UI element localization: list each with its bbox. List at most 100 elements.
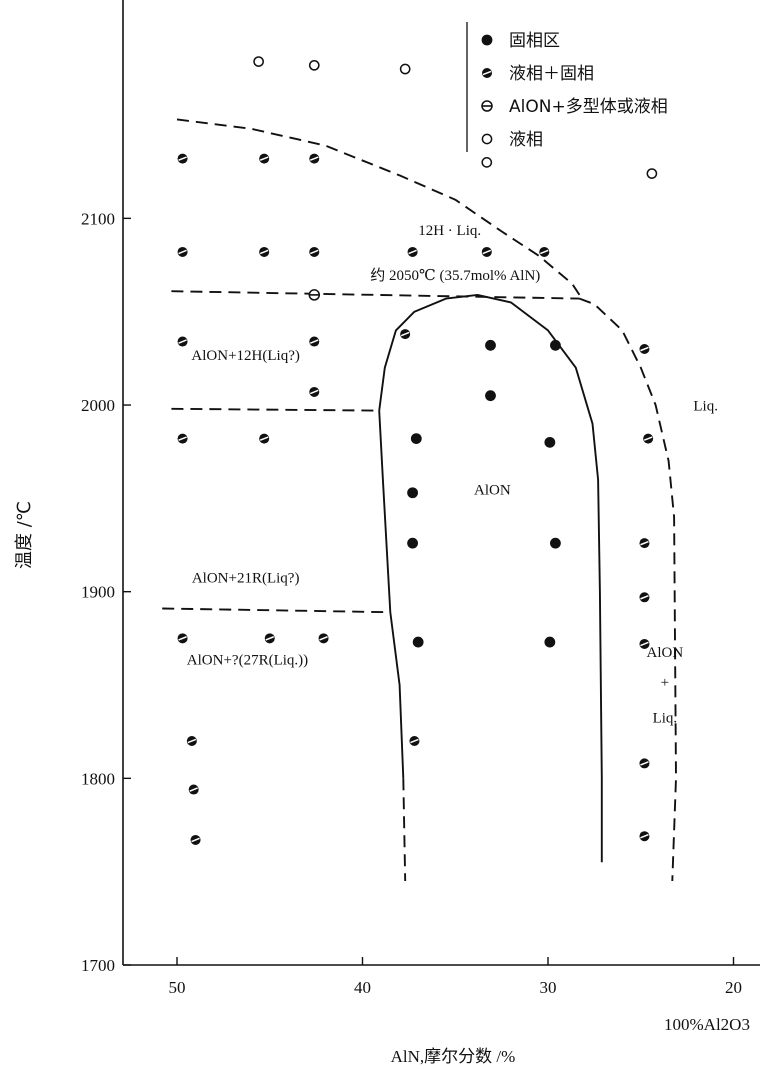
- dashed-boundary-line: [171, 290, 580, 300]
- data-point-liquid-solid: [309, 153, 320, 164]
- region-label: Liq.: [653, 710, 678, 726]
- data-point-liquid-solid: [309, 246, 320, 257]
- data-point-solid: [544, 636, 556, 648]
- y-axis-title: 温度 /℃: [14, 501, 35, 569]
- dot-stripe: [309, 389, 319, 395]
- solid-dot-icon: [485, 339, 496, 351]
- solid-dot-icon: [544, 636, 556, 648]
- data-points: [177, 56, 658, 845]
- dashed-boundary-line: [162, 607, 391, 614]
- data-point-liquid-solid: [639, 538, 650, 549]
- data-point-liquid-solid: [639, 758, 650, 769]
- solid-dot-icon: [412, 636, 424, 648]
- data-point-solid: [412, 636, 424, 648]
- dot-stripe: [640, 641, 649, 647]
- dashed-boundary-line: [402, 778, 407, 882]
- region-label: AlON: [474, 483, 511, 499]
- dot-stripe: [319, 636, 328, 641]
- dot-stripe: [189, 787, 198, 792]
- data-point-solid: [544, 436, 556, 448]
- data-point-solid: [485, 339, 496, 351]
- region-label: 约 2050℃ (35.7mol% AlN): [370, 267, 540, 284]
- dot-stripe: [178, 249, 187, 255]
- dot-stripe: [640, 833, 649, 839]
- dot-stripe: [309, 339, 319, 344]
- data-point-solid: [485, 390, 496, 402]
- x-tick-label: 50: [169, 978, 186, 997]
- dashed-boundary-line: [579, 297, 677, 882]
- data-point-liquid: [646, 168, 658, 179]
- solid-dot-icon: [485, 390, 496, 402]
- legend-label: 固相区: [509, 31, 560, 51]
- dot-stripe: [191, 837, 200, 843]
- legend-label: AlON+多型体或液相: [509, 97, 668, 117]
- x-tick-label: 40: [354, 978, 371, 997]
- dot-stripe: [640, 594, 649, 600]
- dot-stripe: [259, 436, 269, 441]
- data-point-liquid: [308, 59, 320, 71]
- data-point-liquid: [253, 56, 264, 67]
- hollow-circle-icon: [481, 133, 493, 145]
- data-point-liquid-solid: [259, 246, 270, 257]
- data-point-liquid-solid: [177, 433, 188, 444]
- data-point-solid: [407, 537, 418, 549]
- data-point-liquid-solid: [186, 736, 197, 747]
- region-label: Liq.: [693, 399, 718, 415]
- data-point-liquid-solid: [639, 831, 650, 842]
- solid-dot-icon: [550, 339, 561, 351]
- y-tick-label: 2100: [81, 209, 115, 228]
- data-point-liquid-solid: [400, 329, 411, 340]
- dot-stripe: [187, 738, 197, 744]
- hollow-circle-icon: [308, 59, 320, 71]
- region-label: +: [661, 675, 669, 691]
- data-point-liquid-solid: [190, 834, 201, 845]
- legend-label: 液相: [509, 130, 543, 150]
- y-tick-label: 1900: [81, 583, 115, 602]
- data-point-liquid-solid: [259, 433, 270, 444]
- legend-marker-liquid: [481, 133, 493, 145]
- dot-stripe: [482, 70, 492, 76]
- solid-dot-icon: [550, 537, 561, 549]
- data-point-alon-poly: [308, 289, 321, 301]
- hollow-circle-icon: [646, 168, 658, 179]
- x-tick-label: 30: [540, 978, 557, 997]
- data-point-liquid-solid: [177, 246, 188, 257]
- dot-stripe: [540, 249, 549, 255]
- dot-stripe: [265, 636, 275, 641]
- data-point-liquid-solid: [407, 246, 418, 257]
- data-point-solid: [550, 537, 561, 549]
- region-label: AlON: [647, 645, 684, 661]
- x-tick-label: 20: [725, 978, 742, 997]
- dot-stripe: [410, 738, 419, 744]
- solid-dot-icon: [407, 537, 418, 549]
- dashed-boundary-line: [171, 407, 380, 412]
- data-point-solid: [407, 487, 418, 499]
- data-point-liquid-solid: [259, 153, 270, 164]
- region-label: AlON+?(27R(Liq.)): [187, 652, 308, 668]
- dot-stripe: [309, 249, 319, 255]
- dot-stripe: [408, 249, 417, 255]
- region-annotations: 12H · Liq.约 2050℃ (35.7mol% AlN)AlON+12H…: [187, 223, 718, 726]
- dot-stripe: [178, 636, 187, 641]
- data-point-liquid: [399, 63, 411, 75]
- data-point-solid: [410, 433, 422, 445]
- dashed-boundary-line: [176, 118, 581, 296]
- phase-boundaries: [162, 118, 677, 882]
- solid-dot-icon: [544, 436, 556, 448]
- data-point-liquid-solid: [177, 336, 188, 347]
- y-tick-label: 1700: [81, 956, 115, 975]
- legend-marker-liquid-solid: [482, 68, 492, 78]
- data-point-liquid-solid: [177, 153, 188, 164]
- region-label: AlON+21R(Liq?): [192, 570, 300, 586]
- hollow-circle-icon: [481, 157, 493, 168]
- dot-stripe: [178, 156, 187, 161]
- dot-stripe: [643, 436, 653, 441]
- dot-stripe: [400, 331, 410, 337]
- data-point-liquid-solid: [177, 633, 188, 644]
- region-label: AlON+12H(Liq?): [191, 348, 299, 364]
- data-point-liquid-solid: [639, 638, 650, 649]
- y-tick-label: 2000: [81, 396, 115, 415]
